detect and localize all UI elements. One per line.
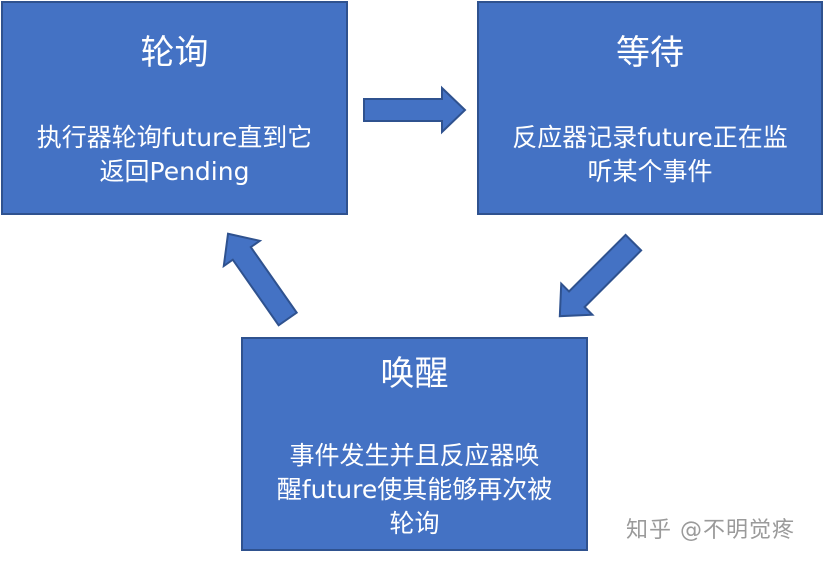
wake-node-title: 唤醒 bbox=[380, 354, 449, 394]
poll-node-description-line: 执行器轮询future直到它 bbox=[36, 123, 313, 152]
poll-node-title: 轮询 bbox=[140, 33, 209, 73]
poll-node: 轮询 执行器轮询future直到它 返回Pending bbox=[1, 1, 348, 215]
wake-node-description-line: 事件发生并且反应器唤 bbox=[289, 441, 540, 470]
wait-node-description: 反应器记录future正在监 听某个事件 bbox=[487, 121, 813, 189]
poll-node-description: 执行器轮询future直到它 返回Pending bbox=[11, 121, 338, 189]
arrow-wait-to-wake bbox=[558, 233, 643, 318]
arrow-wake-to-poll bbox=[222, 232, 299, 327]
wait-node-title: 等待 bbox=[616, 33, 684, 73]
wait-node-description-line: 听某个事件 bbox=[587, 157, 713, 186]
watermark: 知乎 @不明觉疼 bbox=[626, 518, 795, 543]
wait-node: 等待 反应器记录future正在监 听某个事件 bbox=[477, 1, 823, 215]
wake-node-description-line: 醒future使其能够再次被 bbox=[276, 475, 553, 504]
arrow-poll-to-wait bbox=[363, 85, 467, 135]
wake-node-description: 事件发生并且反应器唤 醒future使其能够再次被 轮询 bbox=[251, 439, 578, 541]
poll-node-description-line: 返回Pending bbox=[99, 157, 250, 186]
wait-node-description-line: 反应器记录future正在监 bbox=[512, 123, 788, 152]
wake-node-description-line: 轮询 bbox=[389, 509, 440, 538]
wake-node: 唤醒 事件发生并且反应器唤 醒future使其能够再次被 轮询 bbox=[241, 337, 588, 551]
